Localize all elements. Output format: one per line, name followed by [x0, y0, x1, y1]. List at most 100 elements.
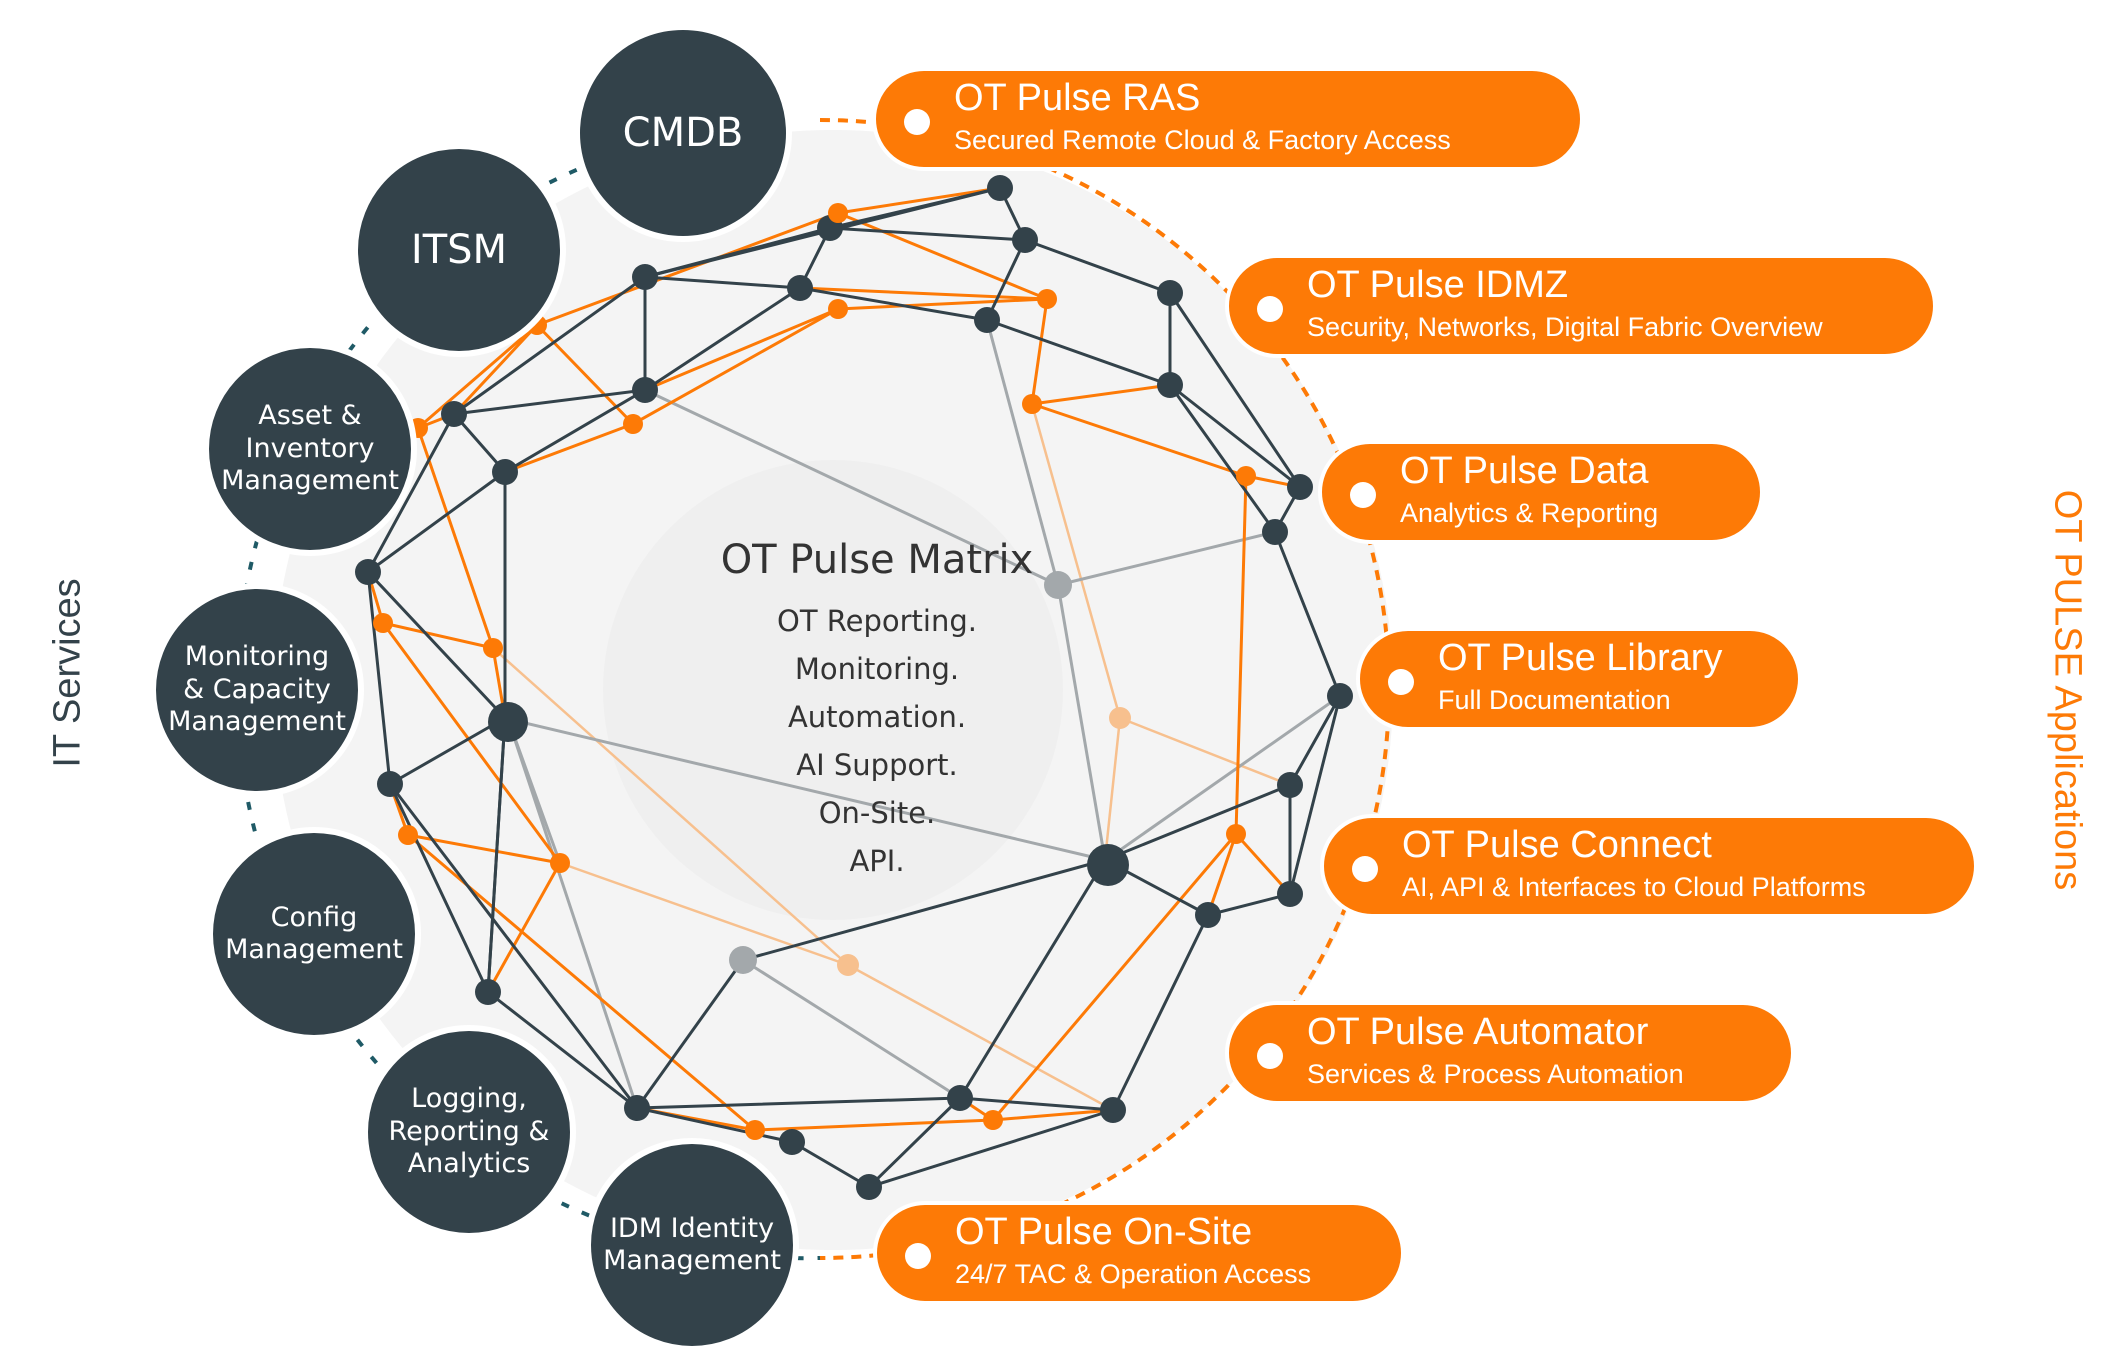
mesh-edge-light [491, 646, 850, 967]
mesh-edge-dark [388, 782, 490, 994]
center-title: OT Pulse Matrix [720, 537, 1034, 583]
mesh-node-orange [623, 414, 643, 434]
mesh-node-dark [624, 1095, 650, 1121]
bullet-dot-icon [1350, 482, 1376, 508]
mesh-edge-dark [867, 1108, 1115, 1189]
mesh-edge-dark [985, 318, 1172, 387]
mesh-node-dark [1157, 280, 1183, 306]
bullet-dot-icon [905, 1243, 931, 1269]
app-title: OT Pulse Automator [1307, 1011, 1649, 1053]
mesh-edge-dark [503, 388, 647, 474]
app-title: OT Pulse Library [1438, 637, 1723, 679]
mesh-edge-grey [985, 318, 1060, 587]
mesh-edge-dark [958, 1096, 1115, 1112]
mesh-node-dark [856, 1174, 882, 1200]
mesh-node-orange [828, 203, 848, 223]
mesh-edge-dark [1023, 238, 1172, 295]
mesh-node-dark [1262, 519, 1288, 545]
mesh-edge-dark [798, 286, 989, 322]
it-service-logging-reporting[interactable]: Logging, Reporting & Analytics [362, 1025, 576, 1239]
mesh-edge-light [1118, 716, 1292, 787]
app-title: OT Pulse Data [1400, 450, 1649, 492]
mesh-edge-dark [1288, 694, 1342, 787]
mesh-edge-orange [836, 297, 1049, 311]
it-service-idm[interactable]: IDM Identity Management [585, 1138, 799, 1352]
mesh-node-dark [1327, 683, 1353, 709]
mesh-edge-grey [1056, 583, 1107, 862]
mesh-edge-dark [985, 238, 1027, 322]
mesh-edge-dark [958, 858, 1107, 1100]
mesh-node-grey [729, 946, 757, 974]
mesh-edge-grey [506, 717, 1107, 862]
mesh-edge-orange [836, 186, 1002, 215]
mesh-edge-dark [643, 275, 802, 290]
app-subtitle: Analytics & Reporting [1400, 498, 1659, 528]
mesh-node-orange [398, 825, 418, 845]
mesh-edge-dark [452, 275, 647, 416]
mesh-node-dark [1012, 227, 1038, 253]
mesh-edge-dark [1168, 383, 1277, 534]
bullet-dot-icon [1388, 669, 1414, 695]
mesh-edge-orange [643, 307, 840, 392]
it-service-label: CMDB [622, 110, 744, 156]
it-service-label: ITSM [410, 227, 508, 273]
dashed-ring-orange [819, 118, 1391, 1260]
app-ot-pulse-ras[interactable]: OT Pulse RAS Secured Remote Cloud & Fact… [872, 67, 1584, 171]
mesh-edge-orange [535, 211, 840, 327]
mesh-node-dark [1195, 902, 1221, 928]
mesh-node-dark [1277, 881, 1303, 907]
app-ot-pulse-on-site[interactable]: OT Pulse On-Site 24/7 TAC & Operation Ac… [873, 1201, 1405, 1305]
mesh-node-orange [1236, 466, 1256, 486]
mesh-edge-grey [1101, 694, 1342, 864]
mesh-node-dark [632, 377, 658, 403]
center-line: Automation. [787, 700, 967, 734]
mesh-edge-dark [1273, 530, 1342, 698]
it-service-asset-inventory[interactable]: Asset & Inventory Management [203, 342, 417, 556]
mesh-edge-dark [635, 1096, 962, 1110]
mesh-edge-orange [503, 422, 635, 474]
app-title: OT Pulse IDMZ [1307, 264, 1569, 306]
it-services-label: IT Services [46, 578, 89, 768]
mesh-edge-orange [836, 211, 1049, 301]
mesh-node-orange [1226, 824, 1246, 844]
it-service-itsm[interactable]: ITSM [352, 143, 566, 357]
mesh-node-light [837, 954, 859, 976]
app-title: OT Pulse On-Site [955, 1211, 1253, 1253]
app-subtitle: Secured Remote Cloud & Factory Access [954, 125, 1451, 155]
it-service-monitoring-capacity[interactable]: Monitoring & Capacity Management [150, 583, 364, 797]
mesh-edge-dark [790, 1140, 871, 1189]
mesh-edge-dark [741, 858, 1107, 962]
mesh-edge-orange [416, 323, 539, 430]
mesh-edge-grey [506, 717, 639, 1110]
mesh-edge-light [1103, 716, 1122, 862]
mesh-node-dark [1287, 474, 1313, 500]
center-matrix: OT Pulse Matrix OT Reporting. Monitoring… [607, 465, 1147, 985]
app-ot-pulse-idmz[interactable]: OT Pulse IDMZ Security, Networks, Digita… [1225, 254, 1937, 358]
app-subtitle: AI, API & Interfaces to Cloud Platforms [1402, 872, 1866, 902]
mesh-edge-dark [366, 470, 507, 574]
mesh-node-dark [974, 307, 1000, 333]
mesh-node-grey [1044, 571, 1072, 599]
mesh-node-orange [483, 638, 503, 658]
mesh-edge-light [558, 861, 850, 967]
mesh-edge-orange [1030, 297, 1049, 406]
mesh-edge-orange [381, 621, 495, 650]
app-ot-pulse-data[interactable]: OT Pulse Data Analytics & Reporting [1318, 440, 1764, 544]
mesh-edge-grey [643, 388, 1060, 587]
app-title: OT Pulse RAS [954, 77, 1201, 119]
app-ot-pulse-automator[interactable]: OT Pulse Automator Services & Process Au… [1225, 1001, 1795, 1105]
it-service-label: Asset & Inventory Management [221, 400, 399, 497]
mesh-edge-dark [366, 412, 456, 574]
mesh-edge-dark [388, 782, 639, 1110]
it-service-cmdb[interactable]: CMDB [574, 24, 792, 242]
app-ot-pulse-library[interactable]: OT Pulse Library Full Documentation [1356, 627, 1802, 731]
mesh-node-dark [441, 401, 467, 427]
mesh-edge-dark [1168, 291, 1302, 489]
it-service-config[interactable]: Config Management [207, 827, 421, 1041]
mesh-node-light [1109, 707, 1131, 729]
app-ot-pulse-connect[interactable]: OT Pulse Connect AI, API & Interfaces to… [1320, 814, 1978, 918]
center-line: On-Site. [818, 796, 936, 830]
mesh-edge-orange [486, 861, 562, 994]
center-line: Monitoring. [794, 652, 960, 686]
